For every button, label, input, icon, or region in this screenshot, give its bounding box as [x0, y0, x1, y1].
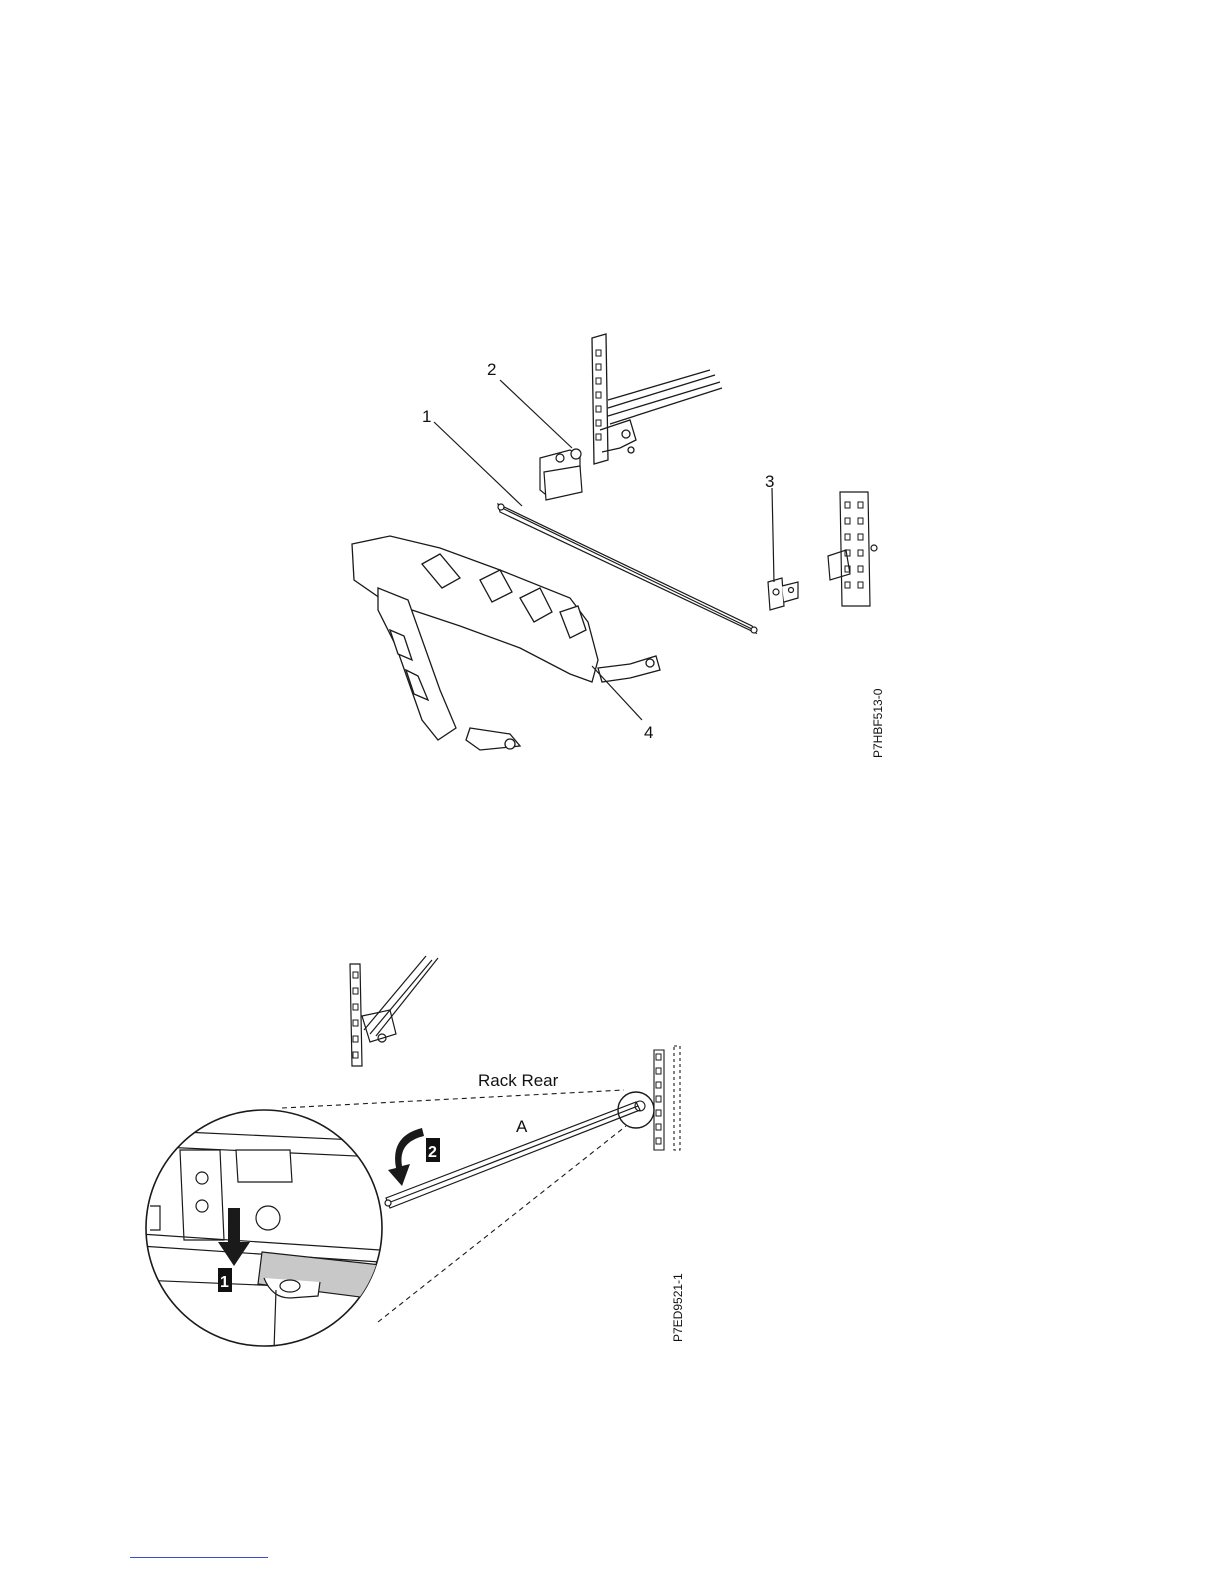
figure-install-support-rail: 2 1 Rack Rear A P7ED9521-1	[140, 950, 710, 1350]
step-2-number: 2	[428, 1144, 437, 1161]
rack-rail-rear	[654, 1046, 680, 1150]
part-2-bracket	[540, 449, 582, 500]
step-1-number: 1	[220, 1274, 229, 1291]
part-3-bracket	[768, 578, 798, 610]
detail-view	[140, 1110, 400, 1350]
support-rail-a	[385, 1102, 640, 1208]
part-4-cable-arm	[352, 536, 660, 750]
figure2-id: P7ED9521-1	[671, 1273, 685, 1342]
callout-4: 4	[644, 723, 653, 742]
figure1-id: P7HBF513-0	[871, 688, 885, 758]
curved-arrow-icon	[388, 1128, 424, 1186]
rack-rail-top	[350, 956, 438, 1066]
callout-1: 1	[422, 407, 431, 426]
rack-rail-right	[828, 492, 877, 606]
callout-2: 2	[487, 360, 496, 379]
rack-rail-left	[592, 334, 722, 464]
label-a: A	[516, 1117, 528, 1136]
figure2-drawing: 2 1 Rack Rear A P7ED9521-1	[140, 950, 710, 1350]
figure1-drawing: 2 1 3 4 P7HBF513-0	[330, 330, 910, 770]
callout-3: 3	[765, 472, 774, 491]
label-rack-rear: Rack Rear	[478, 1071, 559, 1090]
figure-cable-management-arm-parts: 2 1 3 4 P7HBF513-0	[330, 330, 910, 770]
footnote-separator	[130, 1557, 268, 1558]
